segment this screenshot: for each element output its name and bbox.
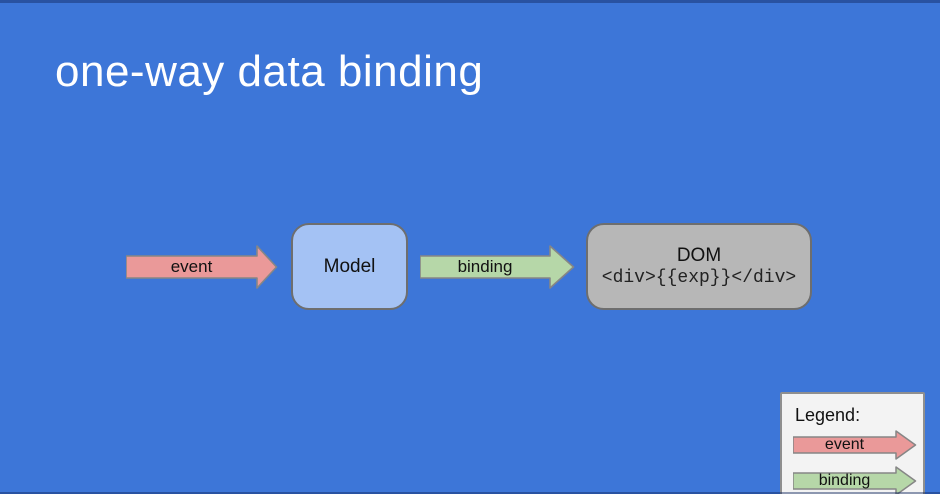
legend-binding-arrow-icon xyxy=(793,466,917,494)
legend-title: Legend: xyxy=(795,405,861,425)
page-title: one-way data binding xyxy=(55,47,484,96)
binding-arrow-shape xyxy=(420,245,575,289)
legend-binding-arrow-shape xyxy=(793,466,917,494)
legend-event-label: event xyxy=(824,436,865,453)
model-box-label: Model xyxy=(323,255,376,277)
event-arrow-icon xyxy=(126,245,278,289)
legend-panel: Legend: event binding xyxy=(780,392,925,494)
legend-item-event: event xyxy=(793,430,917,460)
legend-event-arrow-shape xyxy=(793,430,917,460)
model-box: Model xyxy=(291,223,408,310)
event-arrow-shape xyxy=(126,245,278,289)
event-arrow-label: event xyxy=(170,257,213,276)
legend-item-binding: binding xyxy=(793,466,917,494)
binding-arrow-icon xyxy=(420,245,575,289)
legend-event-arrow-icon xyxy=(793,430,917,460)
legend-binding-label: binding xyxy=(818,472,871,489)
dom-box-code: <div>{{exp}}</div> xyxy=(601,267,797,288)
event-arrow: event xyxy=(126,245,278,289)
binding-arrow: binding xyxy=(420,245,575,289)
dom-box-title: DOM xyxy=(676,244,722,266)
dom-box: DOM <div>{{exp}}</div> xyxy=(586,223,812,310)
binding-arrow-label: binding xyxy=(457,257,513,276)
